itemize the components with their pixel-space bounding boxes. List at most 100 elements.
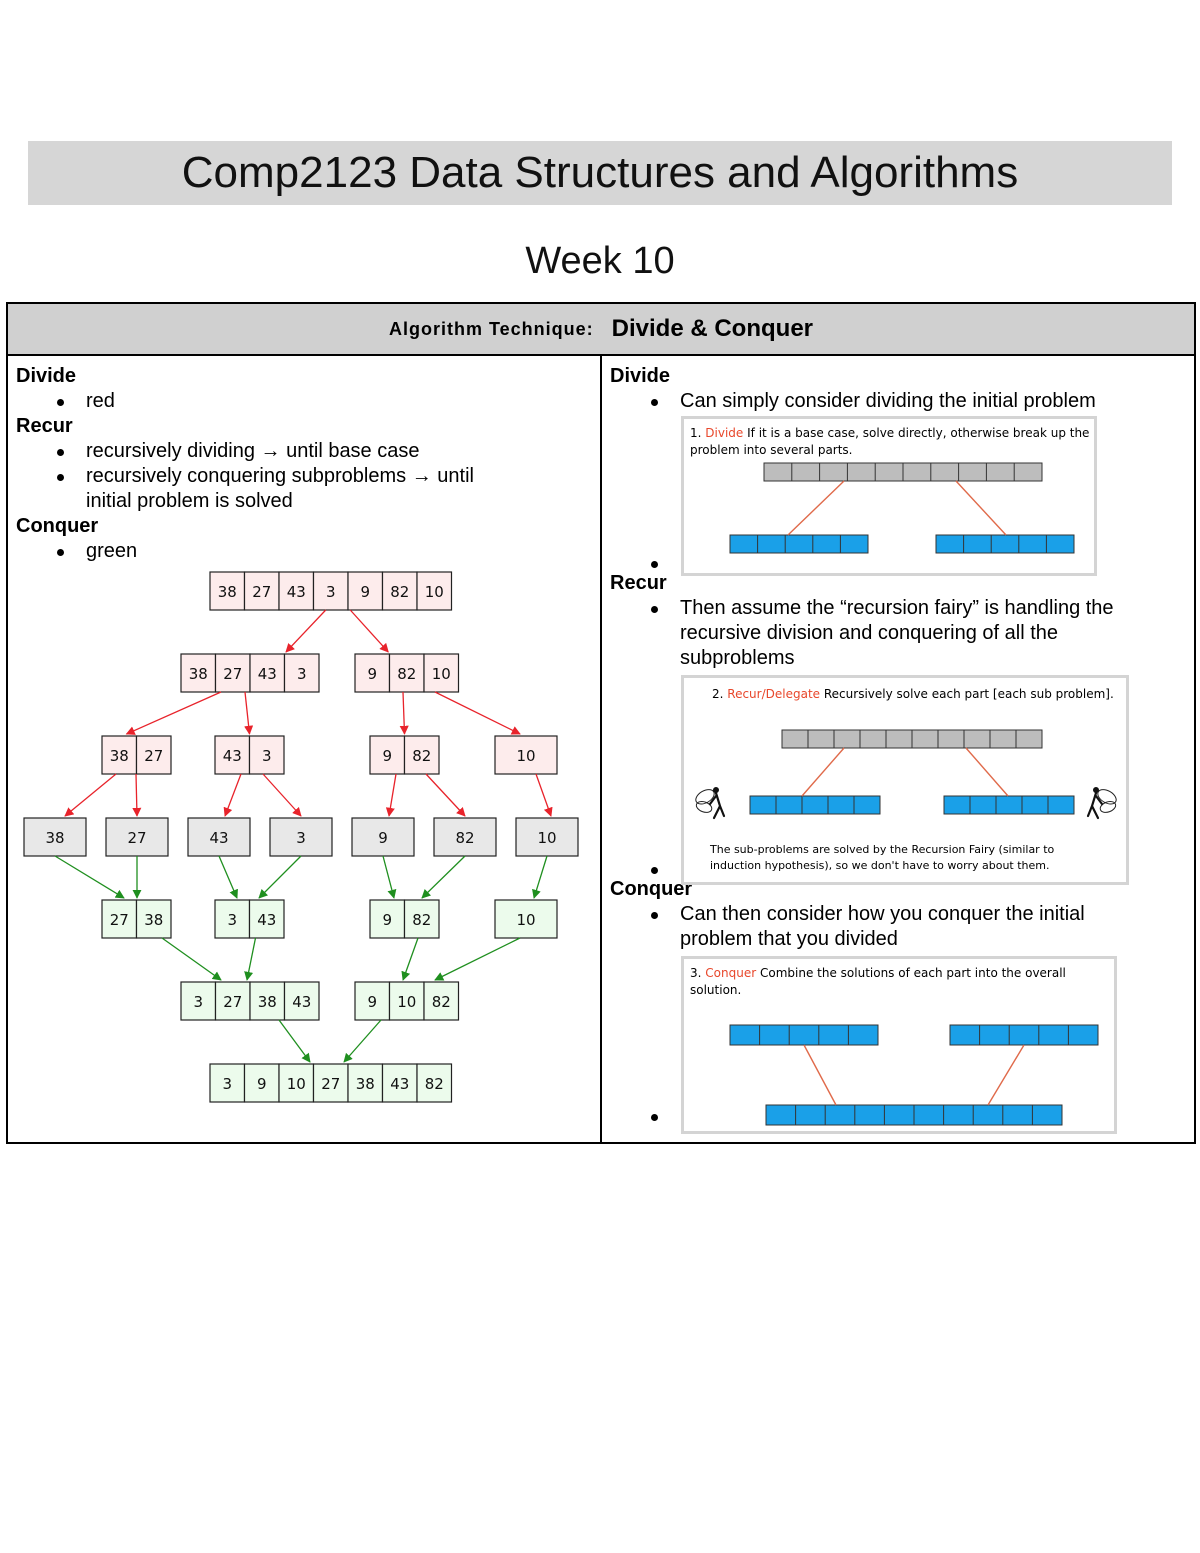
array-cell (312, 571, 349, 611)
array-value: 82 (390, 583, 409, 601)
array-bar (949, 1024, 1099, 1046)
array-group: 38 (23, 817, 87, 857)
recursion-fairy-note: The sub-problems are solved by the Recur… (710, 843, 1055, 872)
flow-arrow (125, 691, 222, 735)
array-cell (135, 899, 172, 939)
flow-arrow (244, 691, 254, 735)
array-cell (214, 653, 251, 693)
flow-arrow (262, 773, 302, 817)
array-cell (180, 653, 217, 693)
connector-line (803, 1044, 837, 1106)
merged-array (765, 1104, 1063, 1126)
flow-arrow (223, 773, 242, 817)
array-value: 82 (432, 993, 451, 1011)
flow-arrow (425, 773, 466, 817)
array-cell (347, 571, 384, 611)
flow-arrow (278, 1019, 311, 1063)
array-cell (209, 1063, 246, 1103)
flow-arrow (64, 773, 117, 817)
array-cell (23, 817, 87, 857)
flow-arrow (421, 855, 466, 899)
array-group: 10 (515, 817, 579, 857)
flow-arrow (434, 691, 521, 735)
technique-value: Divide & Conquer (611, 315, 814, 342)
array-bar (749, 795, 881, 815)
array-group: 3 (269, 817, 333, 857)
flow-arrow (285, 609, 327, 653)
array-cell (433, 817, 497, 857)
flow-arrow (401, 937, 419, 981)
flow-arrow (343, 1019, 382, 1063)
array-value: 82 (425, 1075, 444, 1093)
array-value: 43 (258, 665, 277, 683)
column-divider (600, 356, 602, 1144)
flow-arrow (349, 609, 389, 653)
array-value: 38 (218, 583, 237, 601)
right-divide-list: Can simply consider dividing the initial… (610, 389, 1190, 573)
array-value: 38 (189, 665, 208, 683)
array-cell (369, 899, 406, 939)
flow-arrow (382, 855, 397, 899)
technique-label: Algorithm Technique: (388, 318, 594, 339)
flow-arrow (532, 855, 548, 899)
array-group: 27 38 (101, 899, 172, 939)
array-cell (101, 899, 138, 939)
array-cell (416, 571, 453, 611)
list-item-image (610, 551, 1190, 573)
array-value: 82 (455, 829, 474, 847)
list-item: Can then consider how you conquer the in… (610, 902, 1150, 952)
array-bar (943, 795, 1075, 815)
recursion-fairy-icon (695, 787, 726, 820)
array-value: 9 (382, 747, 392, 765)
array-cell (369, 735, 406, 775)
array-cell (381, 571, 418, 611)
input-array (781, 729, 1043, 749)
right-conquer-heading: Conquer (610, 878, 693, 900)
array-value: 38 (258, 993, 277, 1011)
list-item-image (610, 857, 1190, 879)
array-cell (248, 899, 285, 939)
array-value: 82 (412, 747, 431, 765)
array-cell (101, 735, 138, 775)
array-value: 27 (223, 993, 242, 1011)
conquer-illustration: 3. Conquer Combine the solutions of each… (681, 956, 1117, 1134)
array-group: 10 (494, 735, 558, 775)
array-value: 10 (516, 747, 535, 765)
array-cell (347, 1063, 384, 1103)
array-value: 10 (287, 1075, 306, 1093)
connector-line (987, 1044, 1025, 1106)
right-divide-heading: Divide (610, 365, 671, 387)
array-group: 43 (187, 817, 251, 857)
array-value: 10 (537, 829, 556, 847)
array-value: 9 (378, 829, 388, 847)
array-value: 9 (367, 665, 377, 683)
flow-arrow (434, 937, 521, 981)
array-value: 9 (382, 911, 392, 929)
array-cell (354, 653, 391, 693)
document-title-bar: Comp2123 Data Structures and Algorithms (28, 141, 1172, 205)
array-cell (248, 735, 285, 775)
flow-arrow (535, 773, 553, 817)
array-value: 38 (45, 829, 64, 847)
input-array (763, 462, 1043, 482)
document-title: Comp2123 Data Structures and Algorithms (181, 148, 1019, 197)
connector-line (801, 747, 845, 797)
flow-arrow (385, 773, 397, 817)
array-value: 27 (127, 829, 146, 847)
array-value: 3 (296, 829, 306, 847)
right-recur-list: Then assume the “recursion fairy” is han… (610, 596, 1190, 879)
left-column: Divide red Recur recursively dividing → … (16, 364, 586, 564)
list-item-image (610, 1104, 1190, 1126)
array-cell (351, 817, 415, 857)
conquer-arrays-figure (729, 1024, 1099, 1126)
array-value: 27 (110, 911, 129, 929)
array-value: 27 (223, 665, 242, 683)
array-value: 38 (144, 911, 163, 929)
flow-arrow (132, 773, 142, 817)
array-cell (283, 653, 320, 693)
array-value: 43 (209, 829, 228, 847)
